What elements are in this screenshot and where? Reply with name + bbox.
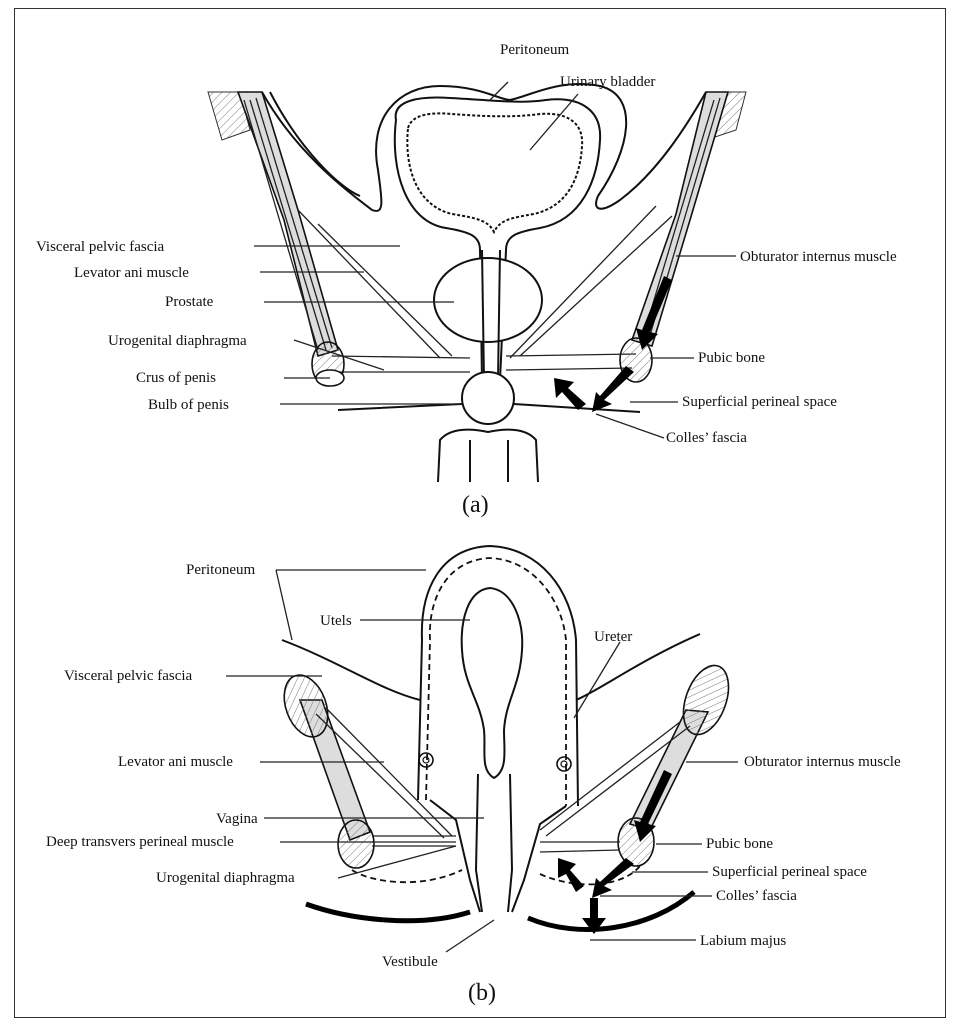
label-obturator-internus-muscle-b: Obturator internus muscle [744, 754, 901, 770]
caption-b: (b) [468, 980, 496, 1006]
uterine-cavity-b [462, 588, 523, 778]
label-peritoneum-a: Peritoneum [500, 42, 569, 58]
label-visceral-pelvic-fascia-a: Visceral pelvic fascia [36, 239, 165, 255]
label-vagina-b: Vagina [216, 811, 258, 827]
label-levator-ani-muscle-b: Levator ani muscle [118, 754, 233, 770]
label-ureter-b: Ureter [594, 629, 632, 645]
label-superficial-perineal-space-a: Superficial perineal space [682, 394, 837, 410]
label-colles-fascia-b: Colles’ fascia [716, 888, 797, 904]
label-urinary-bladder-a: Urinary bladder [560, 74, 655, 90]
labium-majus-right-b [528, 892, 694, 930]
label-peritoneum-b: Peritoneum [186, 562, 255, 578]
label-levator-ani-muscle-a: Levator ani muscle [74, 265, 189, 281]
bulb-of-penis-a [462, 372, 514, 424]
prostate-a [434, 258, 542, 342]
pubic-bone-left-b [338, 820, 374, 868]
panel-a: Peritoneum Urinary bladder Visceral pelv… [36, 42, 897, 518]
label-urogenital-diaphragma-b: Urogenital diaphragma [156, 870, 295, 886]
vagina-b [476, 774, 512, 912]
label-pubic-bone-a: Pubic bone [698, 350, 765, 366]
peritoneum-dashed-b [426, 558, 566, 806]
label-obturator-internus-muscle-a: Obturator internus muscle [740, 249, 897, 265]
label-labium-majus-b: Labium majus [700, 933, 786, 949]
label-visceral-pelvic-fascia-b: Visceral pelvic fascia [64, 668, 193, 684]
panel-b: Peritoneum Utels Ureter Visceral pelvic … [46, 546, 901, 1006]
label-prostate-a: Prostate [165, 294, 214, 310]
label-utels-b: Utels [320, 613, 352, 629]
obturator-internus-right-a [632, 92, 728, 346]
label-deep-transvers-perineal-muscle-b: Deep transvers perineal muscle [46, 834, 234, 850]
label-urogenital-diaphragma-a: Urogenital diaphragma [108, 333, 247, 349]
urinary-bladder-a [395, 98, 600, 389]
label-superficial-perineal-space-b: Superficial perineal space [712, 864, 867, 880]
labium-majus-left-b [306, 904, 470, 921]
uterus-outer-b [418, 546, 578, 806]
label-crus-of-penis-a: Crus of penis [136, 370, 216, 386]
label-bulb-of-penis-a: Bulb of penis [148, 397, 229, 413]
label-colles-fascia-a: Colles’ fascia [666, 430, 747, 446]
caption-a: (a) [462, 492, 489, 518]
label-vestibule-b: Vestibule [382, 954, 438, 970]
label-pubic-bone-b: Pubic bone [706, 836, 773, 852]
